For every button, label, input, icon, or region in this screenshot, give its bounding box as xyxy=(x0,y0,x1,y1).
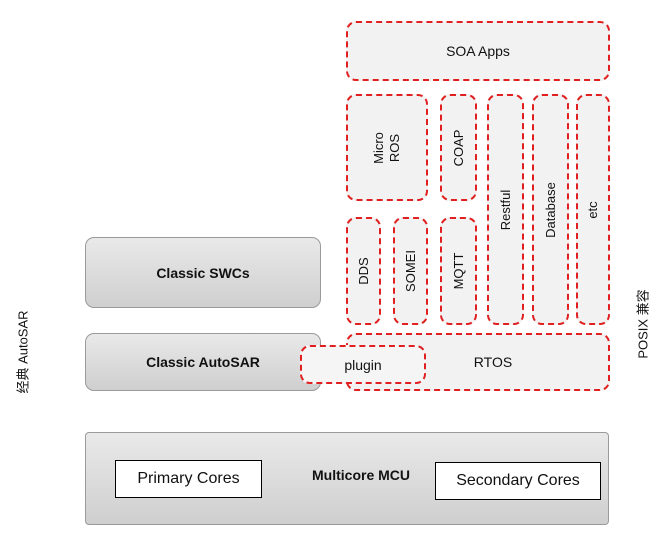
dds-label: DDS xyxy=(355,257,371,285)
restful-label: Restful xyxy=(497,189,513,230)
soa-apps-label: SOA Apps xyxy=(446,43,510,59)
multicore-mcu-label: Multicore MCU xyxy=(312,467,410,483)
classic-autosar-box: Classic AutoSAR xyxy=(85,333,321,391)
dds-box: DDS xyxy=(346,217,381,325)
classic-autosar-side-label: 经典 AutoSAR xyxy=(15,310,31,394)
database-label: Database xyxy=(542,181,558,238)
somei-box: SOMEI xyxy=(393,217,428,325)
rtos-label: RTOS xyxy=(473,354,513,370)
plugin-box: plugin xyxy=(300,345,426,384)
database-box: Database xyxy=(532,94,569,325)
etc-label: etc xyxy=(585,200,600,219)
classic-autosar-label: Classic AutoSAR xyxy=(146,354,260,370)
coap-box: COAP xyxy=(440,94,477,201)
micro-ros-box: Micro ROS xyxy=(346,94,428,201)
mqtt-label: MQTT xyxy=(450,252,466,290)
mqtt-box: MQTT xyxy=(440,217,477,325)
primary-cores-box: Primary Cores xyxy=(115,460,262,498)
somei-label: SOMEI xyxy=(402,250,418,292)
soa-apps-box: SOA Apps xyxy=(346,21,610,81)
posix-side-label: POSIX 兼容 xyxy=(635,289,651,359)
classic-swcs-box: Classic SWCs xyxy=(85,237,321,308)
plugin-label: plugin xyxy=(344,356,382,373)
multicore-mcu-box: Multicore MCU Primary Cores Secondary Co… xyxy=(85,432,609,525)
etc-box: etc xyxy=(576,94,610,325)
coap-label: COAP xyxy=(450,129,466,166)
restful-box: Restful xyxy=(487,94,524,325)
classic-swcs-label: Classic SWCs xyxy=(156,264,250,281)
micro-ros-label: Micro ROS xyxy=(371,131,402,164)
secondary-cores-box: Secondary Cores xyxy=(435,462,601,500)
